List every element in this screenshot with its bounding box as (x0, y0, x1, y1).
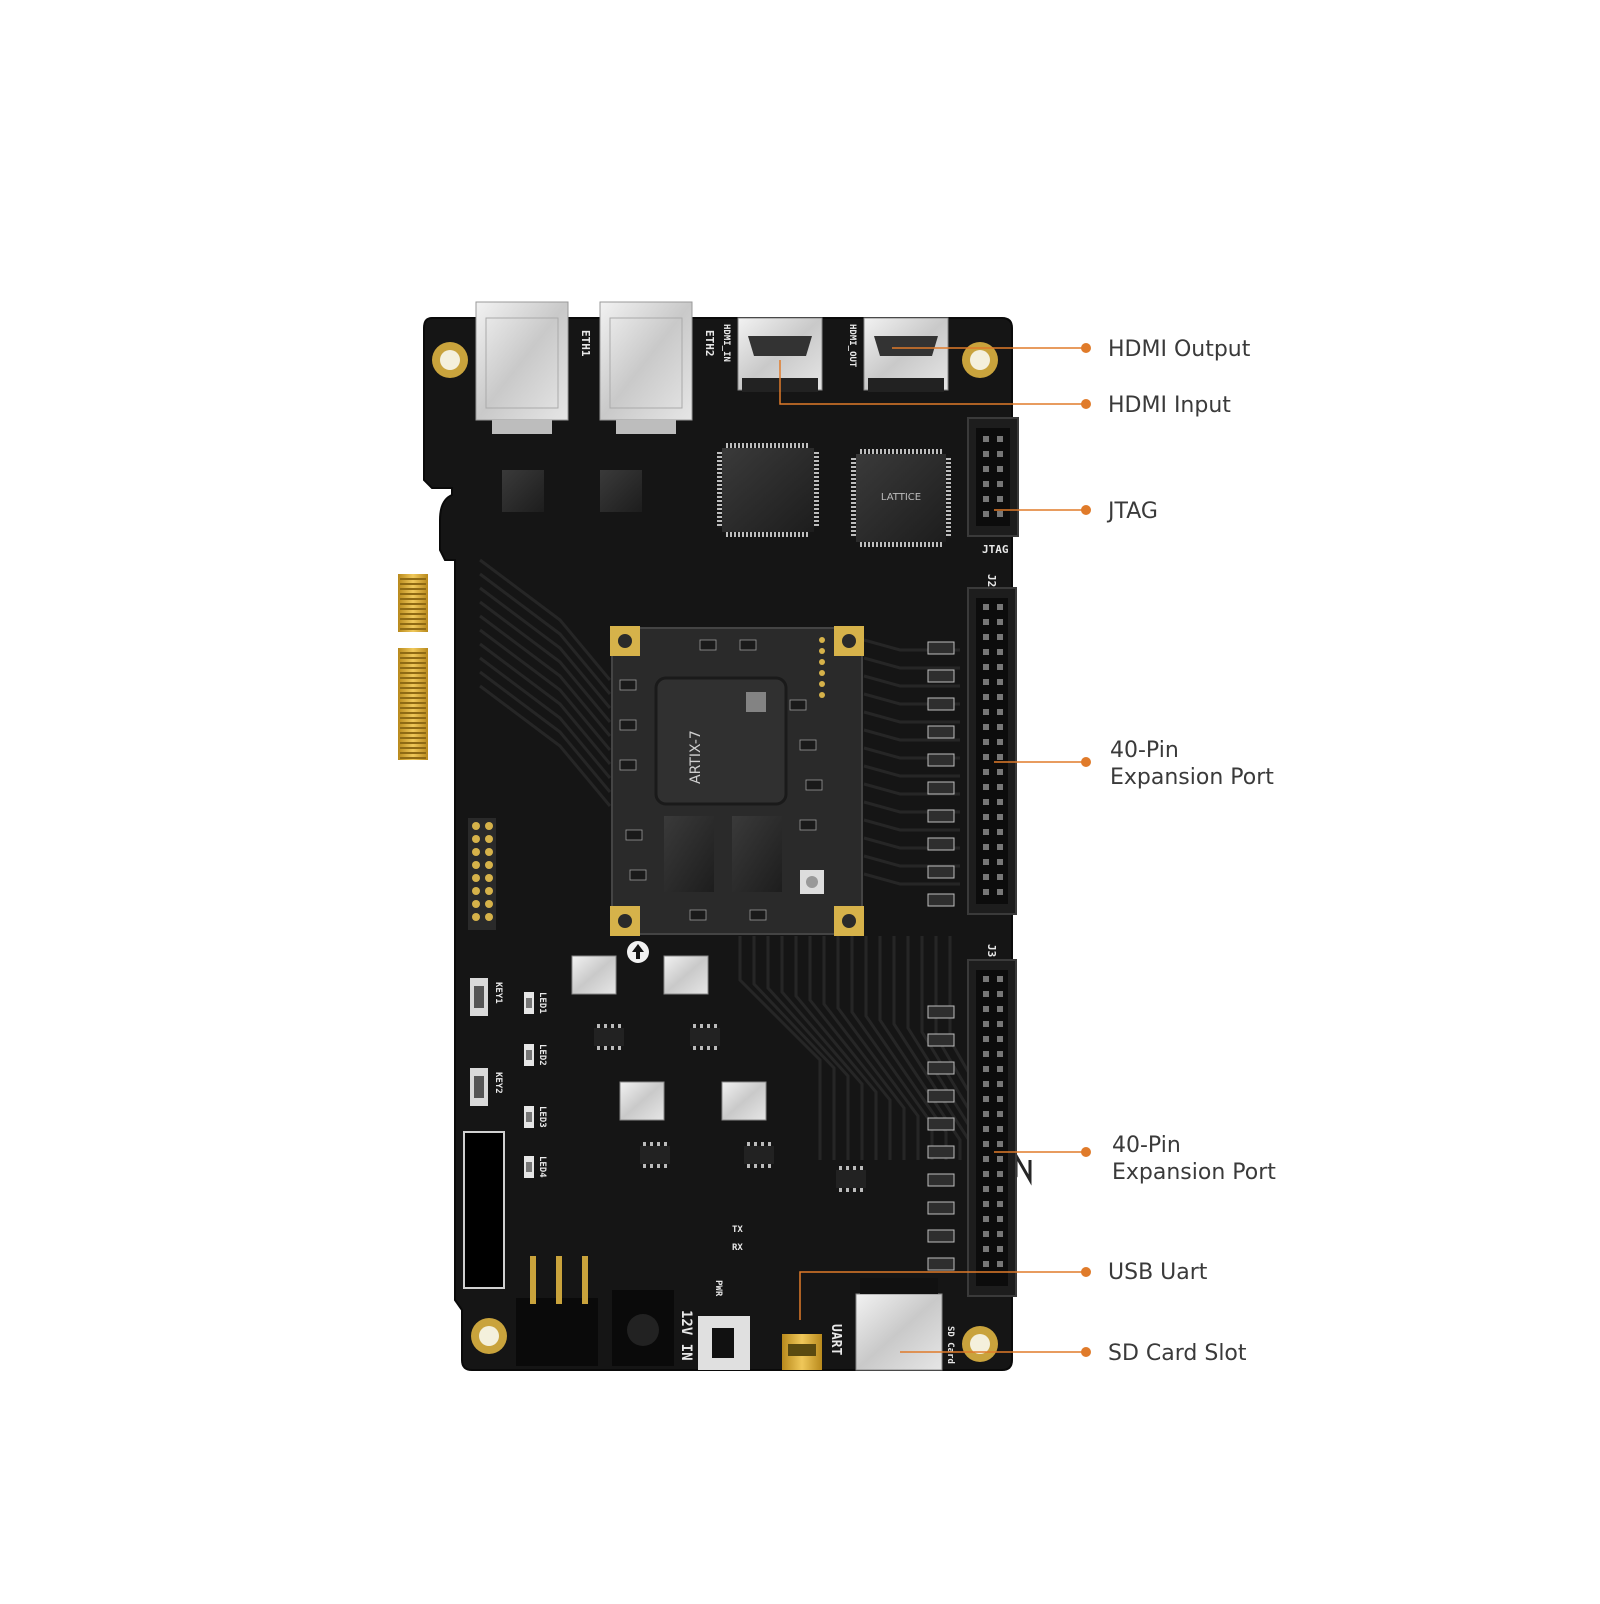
led1-silk: LED1 (537, 992, 547, 1014)
usb-uart-connector (782, 1334, 822, 1370)
leader-dot-3 (1081, 505, 1091, 515)
pwr-silk: PWR (713, 1280, 723, 1297)
jtag-silk: JTAG (982, 543, 1009, 556)
ethernet-phy-chip-2 (600, 470, 642, 512)
callout-sd-card-slot: SD Card Slot (1108, 1340, 1247, 1367)
callout-line: 40-Pin (1110, 738, 1179, 763)
expansion-header-j3 (967, 959, 1017, 1297)
leader-dot-1 (1081, 343, 1091, 353)
uart-silk: UART (828, 1324, 843, 1355)
callout-line: Expansion Port (1110, 765, 1274, 790)
eth2-silk: ETH2 (703, 330, 716, 357)
key2-silk: KEY2 (493, 1072, 503, 1094)
leader-dot-4 (1081, 757, 1091, 767)
user-leds (524, 992, 534, 1178)
ddr3-chip-2 (732, 816, 782, 892)
sd-card-slot-connector (855, 1278, 943, 1371)
callout-leader-lines (779, 343, 1091, 1357)
callout-line: JTAG (1108, 499, 1158, 524)
resistor-arrays (927, 641, 955, 1271)
ethernet-port-2 (599, 301, 693, 434)
dc-power-jack (612, 1290, 674, 1366)
j3-silk: J3 (985, 944, 998, 957)
j2-silk: J2 (985, 574, 998, 587)
ethernet-phy-chip-1 (502, 470, 544, 512)
hdmi-in-silk: HDMI_IN (721, 324, 731, 362)
expansion-header-j2 (967, 587, 1017, 915)
leader-dot-2 (1081, 399, 1091, 409)
callout-line: USB Uart (1108, 1260, 1208, 1285)
callout-hdmi-output: HDMI Output (1108, 336, 1250, 363)
leader-dot-6 (1081, 1267, 1091, 1277)
key2-button (470, 1068, 488, 1106)
leader-line-2 (779, 360, 1086, 405)
eth1-silk: ETH1 (579, 330, 592, 357)
hdmi-transceiver-chip (717, 443, 819, 537)
cpld-brand: LATTICE (881, 492, 921, 503)
callout-line: Expansion Port (1112, 1160, 1276, 1185)
ethernet-port-1 (475, 301, 569, 434)
hdmi-output-connector (863, 317, 949, 392)
callout-line: 40-Pin (1112, 1133, 1181, 1158)
callout-hdmi-input: HDMI Input (1108, 392, 1231, 419)
led4-silk: LED4 (537, 1156, 547, 1178)
callout-usb-uart: USB Uart (1108, 1259, 1207, 1286)
power-in-silk: 12V IN (678, 1310, 694, 1361)
led2-silk: LED2 (537, 1044, 547, 1066)
mounting-holes (432, 342, 998, 1362)
sd-silk: SD Card (945, 1326, 955, 1364)
ddr3-chip-1 (664, 816, 714, 892)
battery-holder (463, 1131, 505, 1289)
left-pin-header (468, 818, 496, 930)
hdmi-out-silk: HDMI_OUT (847, 324, 857, 368)
power-inductors (571, 955, 767, 1121)
power-switch (516, 1256, 598, 1366)
callout-jtag: JTAG (1108, 498, 1158, 525)
artix7-fpga-chip (654, 676, 788, 806)
key1-silk: KEY1 (493, 982, 503, 1004)
leader-dot-5 (1081, 1147, 1091, 1157)
rx-silk: RX (732, 1243, 743, 1253)
leader-dot-7 (1081, 1347, 1091, 1357)
callout-line: HDMI Output (1108, 337, 1251, 362)
voltage-regulators (594, 1024, 866, 1192)
fpga-brand: ARTIX-7 (688, 730, 704, 784)
fpga-core-module: ARTIX-7 (610, 626, 864, 936)
jtag-header (967, 417, 1019, 537)
leader-line-6 (799, 1271, 1086, 1320)
led3-silk: LED3 (537, 1106, 547, 1128)
tx-silk: TX (732, 1225, 743, 1235)
key1-button (470, 978, 488, 1016)
callout-line: SD Card Slot (1108, 1341, 1247, 1366)
pcie-edge-connector (398, 574, 428, 760)
cpld-chip: LATTICE (851, 449, 951, 547)
callout-line: HDMI Input (1108, 393, 1231, 418)
